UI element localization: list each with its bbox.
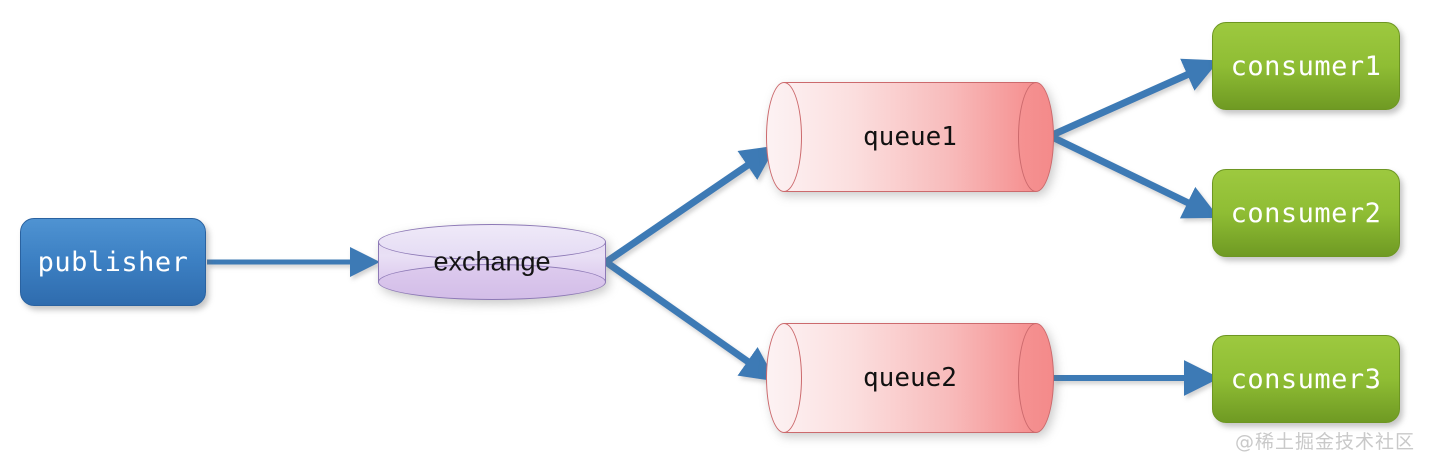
node-queue1-label: queue1 bbox=[863, 122, 957, 152]
watermark: @稀土掘金技术社区 bbox=[1234, 431, 1415, 453]
node-publisher-label: publisher bbox=[37, 246, 189, 278]
queue2-cylinder-left-ellipse bbox=[766, 323, 802, 433]
queue2-cylinder-right-ellipse bbox=[1018, 323, 1054, 433]
node-consumer1[interactable]: consumer1 bbox=[1212, 22, 1400, 110]
queue1-cylinder-right-ellipse bbox=[1018, 82, 1054, 192]
node-queue1[interactable]: queue1 bbox=[766, 82, 1054, 192]
node-queue2[interactable]: queue2 bbox=[766, 323, 1054, 433]
node-consumer2-label: consumer2 bbox=[1230, 197, 1382, 229]
node-consumer3[interactable]: consumer3 bbox=[1212, 335, 1400, 423]
node-consumer1-label: consumer1 bbox=[1230, 50, 1382, 82]
edge-exchange-to-queue2 bbox=[603, 259, 777, 382]
exchange-cylinder-top-ellipse bbox=[378, 224, 606, 260]
node-exchange-label: exchange bbox=[433, 246, 551, 277]
node-queue2-label: queue2 bbox=[863, 363, 957, 393]
queue1-cylinder-left-ellipse bbox=[766, 82, 802, 192]
edge-exchange-to-queue1 bbox=[604, 145, 777, 265]
queue2-cylinder-body bbox=[784, 323, 1036, 433]
edge-queue1-to-consumer2 bbox=[1048, 132, 1220, 219]
node-publisher[interactable]: publisher bbox=[20, 218, 206, 306]
edge-queue1-to-consumer1 bbox=[1048, 58, 1220, 140]
node-consumer2[interactable]: consumer2 bbox=[1212, 169, 1400, 257]
queue1-cylinder-body bbox=[784, 82, 1036, 192]
node-exchange[interactable]: exchange bbox=[378, 224, 606, 300]
node-consumer3-label: consumer3 bbox=[1230, 363, 1382, 395]
exchange-cylinder-bottom-ellipse bbox=[378, 264, 606, 300]
